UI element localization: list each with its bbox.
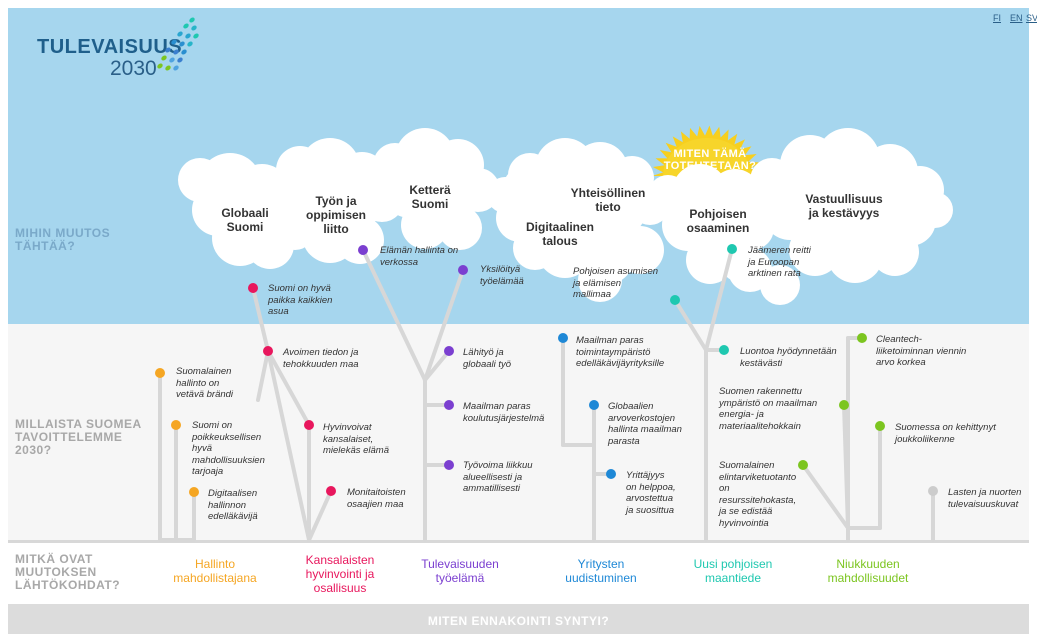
category-yritysten-uudistuminen[interactable]: Yritysten uudistuminen [565, 557, 637, 585]
goal-item-jaameren-reitti[interactable]: Jäämeren reitti ja Euroopan arktinen rat… [748, 245, 811, 279]
cloud-title-vastuullisuus-ja-kestavyys[interactable]: Vastuullisuus ja kestävyys [805, 192, 883, 220]
goal-item-monitaitoiset-osaajat[interactable]: Monitaitoisten osaajien maa [347, 487, 406, 510]
goal-dot-elaman-hallinta-verkossa[interactable] [358, 245, 368, 255]
footer-link[interactable]: MITEN ENNAKOINTI SYNTYI? [427, 614, 610, 628]
cloud-shape [178, 153, 315, 269]
logo-year: 2030 [110, 57, 157, 80]
footer-bar[interactable]: MITEN ENNAKOINTI SYNTYI? [8, 604, 1029, 634]
goal-item-joukkoliikenne[interactable]: Suomessa on kehittynyt joukkoliikenne [895, 422, 996, 445]
goal-item-hyva-paikka-asua[interactable]: Suomi on hyvä paikka kaikkien asua [268, 283, 333, 317]
logo-title: TULEVAISUUS [37, 36, 183, 58]
goal-item-rakennettu-ymparisto[interactable]: Suomen rakennettu ympäristö on maailman … [719, 386, 818, 432]
goal-item-yrittajyys-helppoa[interactable]: Yrittäjyys on helppoa, arvostettua ja su… [626, 470, 676, 516]
goal-dot-luontoa-hyodynnetaan[interactable] [719, 345, 729, 355]
goal-item-elaman-hallinta-verkossa[interactable]: Elämän hallinta on verkossa [380, 245, 459, 268]
goal-dot-tyovoima-liikkuu[interactable] [444, 460, 454, 470]
goal-item-yksiloitya-tyoelamaa[interactable]: Yksilöityä työelämää [480, 264, 524, 287]
section-label-bottom: MITKÄ OVAT MUUTOKSEN LÄHTÖKOHDAT? [15, 552, 121, 592]
goal-dot-mahdollisuuksien-tarjoaja[interactable] [171, 420, 181, 430]
cloud-title-digitaalinen-talous[interactable]: Digitaalinen talous [525, 220, 594, 248]
goal-item-elintarviketuotanto[interactable]: Suomalainen elintarviketuotanto on resur… [719, 460, 797, 529]
goal-dot-hyvinvoivat-kansalaiset[interactable] [304, 420, 314, 430]
cloud-shape [508, 138, 670, 302]
goal-item-lasten-nuorten-tulevaisuuskuvat[interactable]: Lasten ja nuorten tulevaisuuskuvat [948, 487, 1022, 510]
goal-dot-cleantech-vienti[interactable] [857, 333, 867, 343]
cloud-shape [728, 128, 953, 305]
goal-dot-avoimen-tiedon-maa[interactable] [263, 346, 273, 356]
goal-item-avoimen-tiedon-maa[interactable]: Avoimen tiedon ja tehokkuuden maa [283, 347, 359, 370]
lang-sv-link[interactable]: SV [1026, 13, 1037, 23]
lang-fi-link[interactable]: FI [993, 13, 1001, 23]
cloud-title-pohjoisen-osaaminen[interactable]: Pohjoisen osaaminen [686, 207, 750, 235]
category-uusi-pohjoisen-maantiede[interactable]: Uusi pohjoisen maantiede [693, 557, 773, 585]
goal-item-paras-toimintaymparisto[interactable]: Maailman paras toimintaympäristö edelläk… [576, 335, 665, 369]
goal-dot-paras-toimintaymparisto[interactable] [558, 333, 568, 343]
cloud-shape [648, 164, 780, 284]
goal-item-cleantech-vienti[interactable]: Cleantech- liiketoiminnan viennin arvo k… [876, 334, 967, 368]
goal-dot-joukkoliikenne[interactable] [875, 421, 885, 431]
goal-dot-lasten-nuorten-tulevaisuuskuvat[interactable] [928, 486, 938, 496]
section-label-top: MIHIN MUUTOS TÄHTÄÄ? [15, 226, 111, 253]
goal-item-tyovoima-liikkuu[interactable]: Työvoima liikkuu alueellisesti ja ammati… [463, 460, 533, 494]
goal-dot-lahityo-globaali-tyo[interactable] [444, 346, 454, 356]
goal-dot-hyva-paikka-asua[interactable] [248, 283, 258, 293]
cloud-title-ketterä-suomi[interactable]: Ketterä Suomi [409, 183, 451, 211]
category-niukkuuden-mahdollisuudet[interactable]: Niukkuuden mahdollisuudet [827, 557, 909, 585]
goal-dot-monitaitoiset-osaajat[interactable] [326, 486, 336, 496]
goal-dot-yrittajyys-helppoa[interactable] [606, 469, 616, 479]
category-tulevaisuuden-tyoelama[interactable]: Tulevaisuuden työelämä [421, 557, 499, 585]
goal-dot-pohjoisen-asumisen-mallimaa[interactable] [670, 295, 680, 305]
goal-item-globaalit-arvoverkostot[interactable]: Globaalien arvoverkostojen hallinta maai… [608, 401, 682, 447]
cloud-title-globaali-suomi[interactable]: Globaali Suomi [221, 206, 269, 234]
category-hallinto[interactable]: Hallinto mahdollistajana [173, 557, 257, 585]
logo-leaf-icon [157, 17, 199, 71]
cloud-title-tyon-ja-oppimisen-liitto[interactable]: Työn ja oppimisen liitto [305, 194, 366, 236]
goal-item-mahdollisuuksien-tarjoaja[interactable]: Suomi on poikkeuksellisen hyvä mahdollis… [192, 420, 265, 477]
cloud-shape [373, 128, 500, 250]
goal-dot-yksiloitya-tyoelamaa[interactable] [458, 265, 468, 275]
goal-item-lahityo-globaali-tyo[interactable]: Lähityö ja globaali työ [463, 347, 512, 370]
goal-item-hyvinvoivat-kansalaiset[interactable]: Hyvinvoivat kansalaiset, mielekäs elämä [323, 422, 389, 456]
goals-band [8, 324, 1029, 540]
goal-dot-elintarviketuotanto[interactable] [798, 460, 808, 470]
goal-dot-globaalit-arvoverkostot[interactable] [589, 400, 599, 410]
goal-dot-rakennettu-ymparisto[interactable] [839, 400, 849, 410]
goal-item-luontoa-hyodynnetaan[interactable]: Luontoa hyödynnetään kestävästi [740, 346, 837, 369]
goal-dot-jaameren-reitti[interactable] [727, 244, 737, 254]
goal-dot-paras-koulutusjarjestelma[interactable] [444, 400, 454, 410]
lang-en-link[interactable]: EN [1010, 13, 1023, 23]
goal-dot-digitaalinen-hallinto[interactable] [189, 487, 199, 497]
cloud-title-yhteisollinen-tieto[interactable]: Yhteisöllinen tieto [570, 186, 646, 214]
goal-item-pohjoisen-asumisen-mallimaa[interactable]: Pohjoisen asumisen ja elämisen mallimaa [573, 266, 659, 300]
goal-item-digitaalinen-hallinto[interactable]: Digitaalisen hallinnon edelläkävijä [208, 488, 258, 522]
goal-item-paras-koulutusjarjestelma[interactable]: Maailman paras koulutusjärjestelmä [463, 401, 545, 424]
category-kansalaisten-hyvinvointi[interactable]: Kansalaisten hyvinvointi ja osallisuus [305, 553, 375, 595]
ground-line [8, 540, 1029, 543]
goal-item-hallinto-brandi[interactable]: Suomalainen hallinto on vetävä brändi [176, 366, 234, 400]
goal-dot-hallinto-brandi[interactable] [155, 368, 165, 378]
section-label-middle: MILLAISTA SUOMEA TAVOITTELEMME 2030? [15, 417, 142, 457]
